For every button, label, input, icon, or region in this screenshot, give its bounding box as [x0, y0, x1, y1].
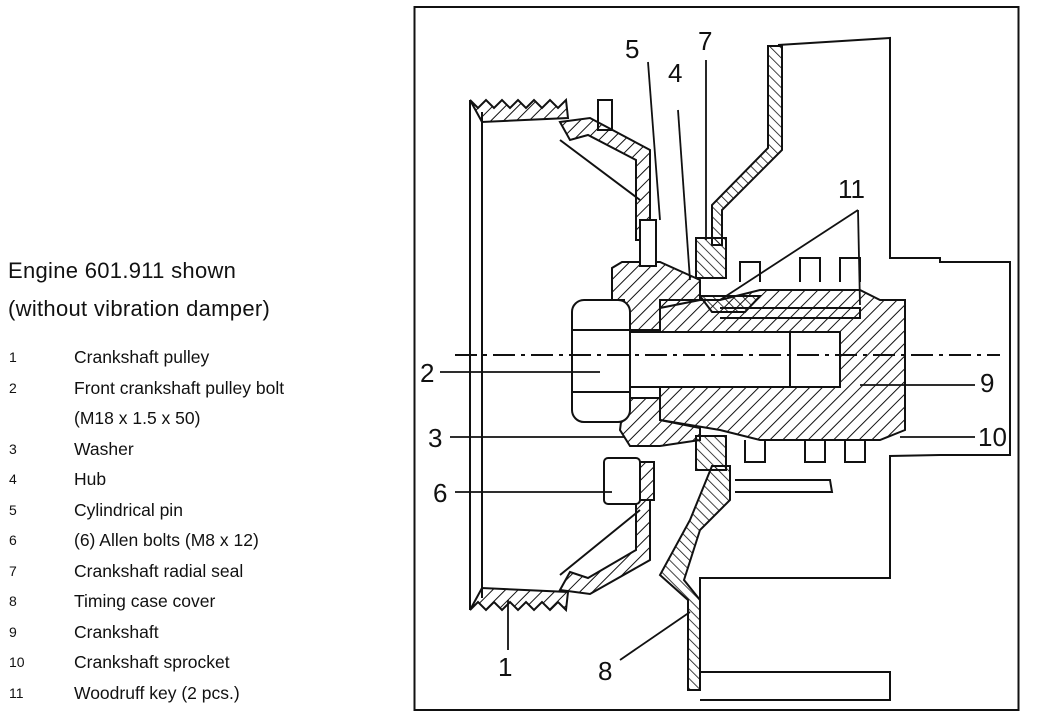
- sprocket-teeth-top: [739, 257, 861, 282]
- legend-number: 3: [9, 440, 17, 457]
- pulley-web-upper: [558, 116, 651, 241]
- drawing-geometry: [455, 36, 1011, 701]
- legend-item-5: 5 Cylindrical pin: [8, 495, 408, 526]
- pulley-grooves-top: [469, 97, 570, 124]
- legend-text: Crankshaft radial seal: [74, 560, 244, 581]
- legend-text-line-2: (M18 x 1.5 x 50): [74, 408, 201, 428]
- legend-text: Timing case cover: [74, 591, 216, 611]
- legend-number: 4: [9, 471, 17, 487]
- legend-item-11: 11 Woodruff key (2 pcs.): [8, 678, 408, 709]
- pulley-flange-bolt-top: [597, 99, 613, 131]
- legend-number: 6: [9, 532, 17, 548]
- pulley-web-line: [559, 139, 641, 201]
- crankshaft-pulley-section-drawing: 5 7 4 11 2 9 3 10 6 1 8: [413, 5, 1025, 712]
- leader-lines: [440, 60, 975, 661]
- legend-number: 9: [9, 623, 17, 640]
- callout-5: 5: [625, 34, 639, 64]
- legend-text: Woodruff key (2 pcs.): [74, 682, 240, 703]
- legend-number: 11: [9, 684, 24, 701]
- leader-5: [647, 61, 661, 221]
- sprocket-teeth-bottom: [744, 440, 866, 463]
- legend-number: 8: [9, 593, 17, 609]
- legend-text: Cylindrical pin: [74, 499, 183, 520]
- callout-7: 7: [698, 26, 712, 56]
- legend-text: Crankshaft sprocket: [74, 652, 230, 672]
- timing-cover-lower: [658, 465, 731, 691]
- caption-line-2: (without vibration damper): [8, 296, 271, 321]
- legend-item-4: 4 Hub: [8, 464, 408, 495]
- legend-item-2: 2 Front crankshaft pulley bolt (M18 x 1.5 …: [8, 373, 408, 434]
- legend-text: Hub: [74, 469, 107, 489]
- legend-number: 5: [9, 501, 17, 518]
- callout-1: 1: [498, 652, 512, 682]
- callout-2: 2: [420, 358, 434, 388]
- legend-number: 2: [9, 379, 17, 396]
- callout-10: 10: [978, 422, 1007, 452]
- callout-8: 8: [598, 656, 612, 686]
- allen-bolt: [603, 457, 641, 505]
- legend-list: 1 Crankshaft pulley 2 Front crankshaft pul…: [8, 342, 408, 708]
- legend-text-line-1: Front crankshaft pulley bolt: [74, 377, 285, 398]
- callout-6: 6: [433, 478, 447, 508]
- leader-11a: [719, 209, 859, 301]
- legend-text: Washer: [74, 438, 134, 459]
- legend-item-1: 1 Crankshaft pulley: [8, 342, 408, 373]
- allen-bolt-washer: [639, 461, 655, 501]
- legend-text: Crankshaft pulley: [74, 347, 210, 367]
- parts-legend: Engine 601.911 shown (without vibration …: [8, 252, 408, 708]
- callout-9: 9: [980, 368, 994, 398]
- legend-item-8: 8 Timing case cover: [8, 586, 408, 617]
- legend-item-9: 9 Crankshaft: [8, 617, 408, 648]
- legend-text: (6) Allen bolts (M8 x 12): [74, 530, 259, 550]
- figure-frame: [413, 6, 1020, 711]
- legend-text: Crankshaft: [74, 621, 159, 642]
- leader-11b: [857, 209, 861, 306]
- bolt-shank: [629, 331, 841, 388]
- legend-item-3: 3 Washer: [8, 434, 408, 465]
- legend-item-10: 10 Crankshaft sprocket: [8, 647, 408, 678]
- radial-seal-bottom: [695, 435, 727, 471]
- caption-line-1: Engine 601.911 shown: [8, 258, 237, 283]
- leader-4: [677, 109, 691, 281]
- legend-number: 1: [9, 349, 17, 365]
- sprocket-flange-lower: [735, 479, 834, 493]
- pulley-web-line: [559, 509, 641, 576]
- woodruff-key-lower: [720, 307, 861, 319]
- leader-8: [619, 611, 691, 661]
- engine-block-outline: [699, 36, 1011, 701]
- legend-item-7: 7 Crankshaft radial seal: [8, 556, 408, 587]
- radial-seal-top: [695, 237, 727, 279]
- legend-number: 7: [9, 562, 17, 579]
- callout-11: 11: [838, 174, 865, 204]
- callout-3: 3: [428, 423, 442, 453]
- bolt-head: [571, 299, 631, 423]
- timing-cover-upper: [711, 45, 783, 246]
- legend-item-6: 6 (6) Allen bolts (M8 x 12): [8, 525, 408, 556]
- callout-4: 4: [668, 58, 682, 88]
- pulley-grooves-bottom: [469, 586, 570, 613]
- legend-text: Front crankshaft pulley bolt (M18 x 1.5 x…: [74, 373, 408, 434]
- cylindrical-pin: [639, 219, 657, 267]
- legend-number: 10: [9, 654, 25, 670]
